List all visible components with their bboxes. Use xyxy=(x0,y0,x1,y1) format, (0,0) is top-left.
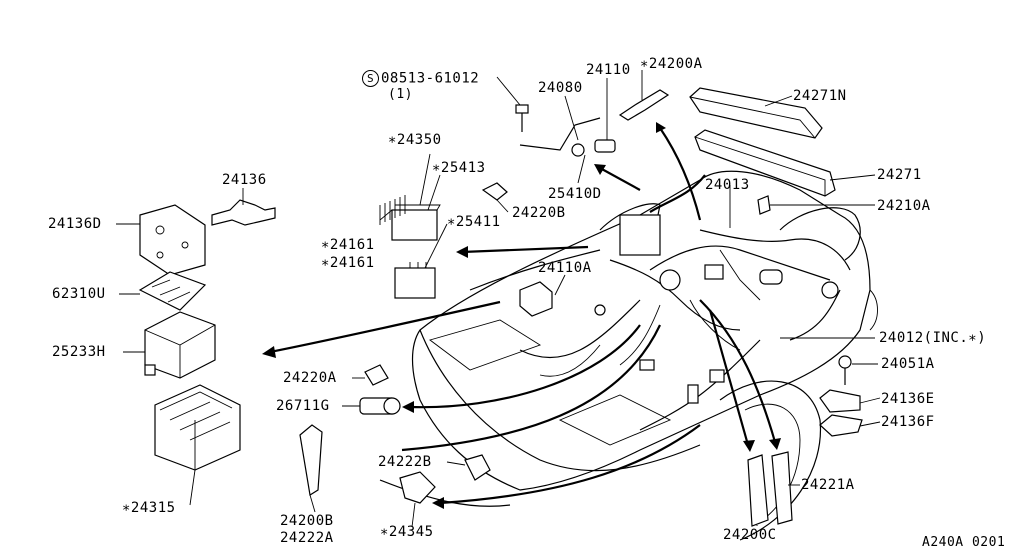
part-24200B-clip xyxy=(299,424,323,496)
callout-24110A: 24110A xyxy=(538,260,592,276)
callout-24200B: 24200B xyxy=(280,513,334,529)
callout-24210A: 24210A xyxy=(877,198,931,214)
part-24210A-clip xyxy=(757,195,771,215)
part-24200A-clip xyxy=(618,89,670,121)
part-24051A-bolt xyxy=(838,355,852,385)
wiring-harness xyxy=(519,214,851,431)
part-24271N-protector xyxy=(689,87,823,139)
callout-08513-quantity: (1) xyxy=(388,87,413,102)
callout-24315: ∗24315 xyxy=(122,500,176,516)
indicator-arrows xyxy=(262,122,781,509)
callout-24013: 24013 xyxy=(705,177,750,193)
callout-24350: ∗24350 xyxy=(388,132,442,148)
callout-24136: 24136 xyxy=(222,172,267,188)
part-24220B-clip xyxy=(481,182,508,201)
part-24136-bracket xyxy=(211,199,276,226)
callout-24051A: 24051A xyxy=(881,356,935,372)
part-62310U-gasket xyxy=(138,271,207,311)
part-24080-harness-clip xyxy=(519,117,616,157)
part-24221A-clip xyxy=(771,451,793,525)
callout-24345: ∗24345 xyxy=(380,524,434,540)
callout-24110: 24110 xyxy=(586,62,631,78)
callout-25410D: 25410D xyxy=(548,186,602,202)
part-24136F-bracket xyxy=(819,414,863,437)
callout-24271: 24271 xyxy=(877,167,922,183)
callout-24220B: 24220B xyxy=(512,205,566,221)
callout-24222A: 24222A xyxy=(280,530,334,546)
part-24136D-bracket xyxy=(139,204,206,276)
callout-24136F: 24136F xyxy=(881,414,935,430)
callout-24161-a: ∗24161 xyxy=(321,237,375,253)
callout-24200A: ∗24200A xyxy=(640,56,703,72)
part-08513-screw xyxy=(515,104,529,132)
part-24220A-clip xyxy=(364,364,389,386)
callout-24136E: 24136E xyxy=(881,391,935,407)
part-24345-grommet xyxy=(399,471,436,504)
callout-24222B: 24222B xyxy=(378,454,432,470)
callout-25413: ∗25413 xyxy=(432,160,486,176)
part-24161-relay xyxy=(394,262,436,299)
callout-24220A: 24220A xyxy=(283,370,337,386)
part-25233H-cover xyxy=(144,311,216,379)
callout-24271N: 24271N xyxy=(793,88,847,104)
callout-24161-b: ∗24161 xyxy=(321,255,375,271)
callout-24136D: 24136D xyxy=(48,216,102,232)
callout-25411: ∗25411 xyxy=(447,214,501,230)
part-24136E-bracket xyxy=(819,389,861,413)
figure-code: A240A 0201 xyxy=(922,535,1006,550)
s-bolt-symbol: S xyxy=(362,70,379,87)
part-24350-relay xyxy=(379,195,441,241)
callout-24012: 24012(INC.∗) xyxy=(879,330,987,346)
part-24200C-clip xyxy=(747,454,769,527)
callout-24200C: 24200C xyxy=(723,527,777,543)
part-26711G-socket xyxy=(359,397,401,415)
part-24110A-connector xyxy=(519,281,553,317)
callout-62310U: 62310U xyxy=(52,286,106,302)
part-24315-fuse-block xyxy=(154,384,241,471)
part-24222B-clip xyxy=(464,454,491,481)
callout-26711G: 26711G xyxy=(276,398,330,414)
callout-24080: 24080 xyxy=(538,80,583,96)
callout-24221A: 24221A xyxy=(801,477,855,493)
leader-lines xyxy=(116,70,881,528)
callout-25233H: 25233H xyxy=(52,344,106,360)
part-24271-protector xyxy=(694,129,836,197)
